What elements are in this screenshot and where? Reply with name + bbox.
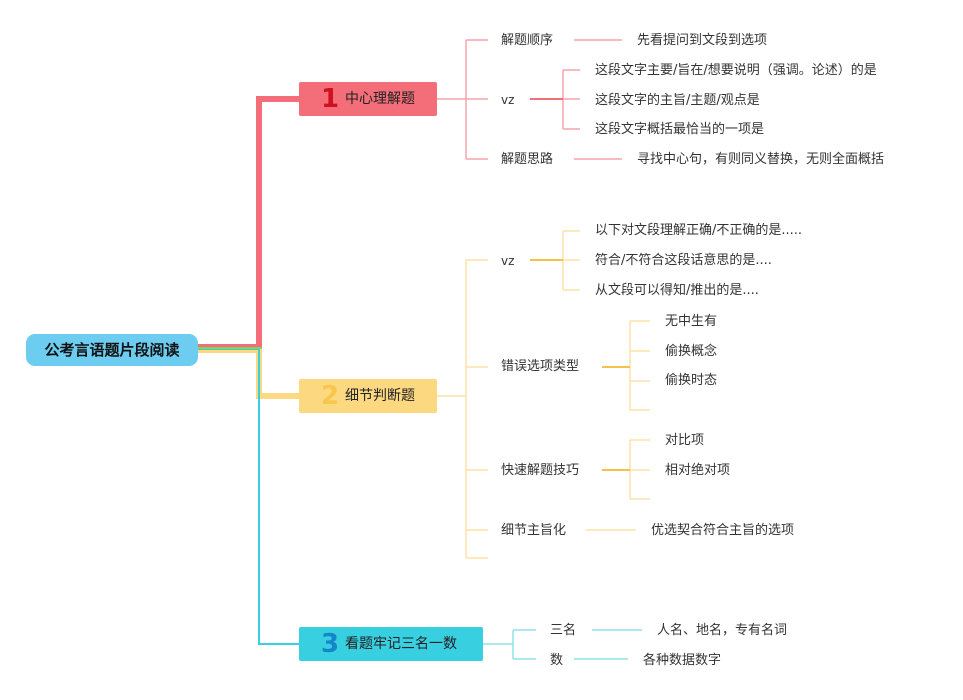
item-vz-2-b[interactable]: 符合/不符合这段话意思的是.... — [595, 253, 772, 268]
item-quick-tip-a[interactable]: 对比项 — [665, 433, 705, 448]
root-topic[interactable]: 公考言语题片段阅读 — [26, 334, 198, 366]
note-detail-to-theme[interactable]: 优选契合符合主旨的选项 — [651, 523, 795, 538]
item-vz-1-b[interactable]: 这段文字的主旨/主题/观点是 — [595, 93, 760, 108]
item-wrong-type-a[interactable]: 无中生有 — [665, 314, 718, 329]
branch-2-topic[interactable]: 2 细节判断题 — [299, 379, 437, 413]
branch-1-number: 1 — [320, 84, 340, 114]
branch-1-label: 中心理解题 — [345, 91, 415, 107]
item-quick-tip-b[interactable]: 相对绝对项 — [665, 463, 731, 478]
node-detail-to-theme[interactable]: 细节主旨化 — [501, 523, 567, 538]
connectors-branch-2-accent — [530, 259, 630, 471]
connectors-branch-2 — [437, 230, 650, 559]
item-vz-1-c[interactable]: 这段文字概括最恰当的一项是 — [595, 122, 765, 137]
item-vz-2-c[interactable]: 从文段可以得知/推出的是.... — [595, 283, 759, 298]
note-solving-approach[interactable]: 寻找中心句，有则同义替换，无则全面概括 — [637, 152, 885, 167]
item-wrong-type-c[interactable]: 偷换时态 — [665, 373, 718, 388]
connector-root-branch-1 — [198, 96, 299, 350]
node-numbers[interactable]: 数 — [550, 653, 564, 668]
node-solving-approach[interactable]: 解题思路 — [501, 152, 554, 167]
branch-3-topic[interactable]: 3 看题牢记三名一数 — [299, 627, 483, 661]
node-solving-order[interactable]: 解题顺序 — [501, 33, 554, 48]
branch-1-topic[interactable]: 1 中心理解题 — [299, 82, 437, 116]
connector-root-branch-2 — [198, 347, 299, 399]
node-vz-2[interactable]: vz — [501, 254, 515, 268]
note-three-names[interactable]: 人名、地名，专有名词 — [657, 623, 788, 638]
node-wrong-option-types[interactable]: 错误选项类型 — [501, 359, 580, 374]
note-solving-order[interactable]: 先看提问到文段到选项 — [637, 33, 768, 48]
item-vz-1-a[interactable]: 这段文字主要/旨在/想要说明（强调。论述）的是 — [595, 63, 877, 78]
branch-3-number: 3 — [320, 629, 340, 659]
item-wrong-type-b[interactable]: 偷换概念 — [665, 344, 718, 359]
note-numbers[interactable]: 各种数据数字 — [643, 653, 722, 668]
node-three-names[interactable]: 三名 — [550, 623, 577, 638]
item-vz-2-a[interactable]: 以下对文段理解正确/不正确的是..... — [595, 223, 803, 238]
branch-2-number: 2 — [320, 381, 340, 411]
node-quick-tips[interactable]: 快速解题技巧 — [501, 463, 580, 478]
connectors-branch-3 — [483, 629, 642, 660]
branch-2-label: 细节判断题 — [345, 388, 415, 404]
branch-3-label: 看题牢记三名一数 — [345, 636, 457, 652]
node-vz-1[interactable]: vz — [501, 93, 515, 107]
